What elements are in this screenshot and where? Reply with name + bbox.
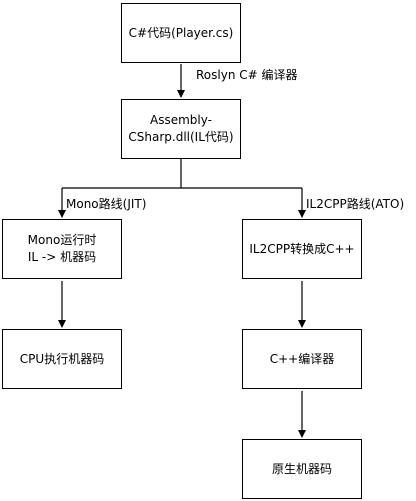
node-mono-runtime: Mono运行时 IL -> 机器码 — [2, 219, 122, 279]
edge-label-roslyn: Roslyn C# 编译器 — [196, 68, 298, 82]
node-assembly-dll-line1: Assembly- — [150, 113, 212, 127]
node-mono-runtime-line2: IL -> 机器码 — [27, 250, 97, 264]
node-native-code-label: 原生机器码 — [271, 461, 332, 476]
node-mono-runtime-line1: Mono运行时 — [27, 233, 97, 247]
node-cpu-execute-label: CPU执行机器码 — [19, 351, 105, 366]
node-assembly-dll: Assembly- CSharp.dll(IL代码) — [121, 99, 241, 159]
node-cpu-execute: CPU执行机器码 — [2, 329, 122, 389]
node-il2cpp-convert-label: IL2CPP转换成C++ — [249, 241, 355, 256]
edge-label-il2cpp-path: IL2CPP路线(ATO) — [306, 197, 405, 211]
node-native-code: 原生机器码 — [242, 439, 362, 499]
node-cpp-compiler: C++编译器 — [242, 329, 362, 389]
node-assembly-dll-line2: CSharp.dll(IL代码) — [128, 130, 234, 144]
edge-label-mono-path: Mono路线(JIT) — [66, 197, 147, 211]
node-il2cpp-convert: IL2CPP转换成C++ — [242, 219, 362, 279]
node-cpp-compiler-label: C++编译器 — [269, 351, 335, 366]
node-source-code: C#代码(Player.cs) — [121, 3, 241, 63]
node-source-code-label: C#代码(Player.cs) — [128, 25, 234, 40]
